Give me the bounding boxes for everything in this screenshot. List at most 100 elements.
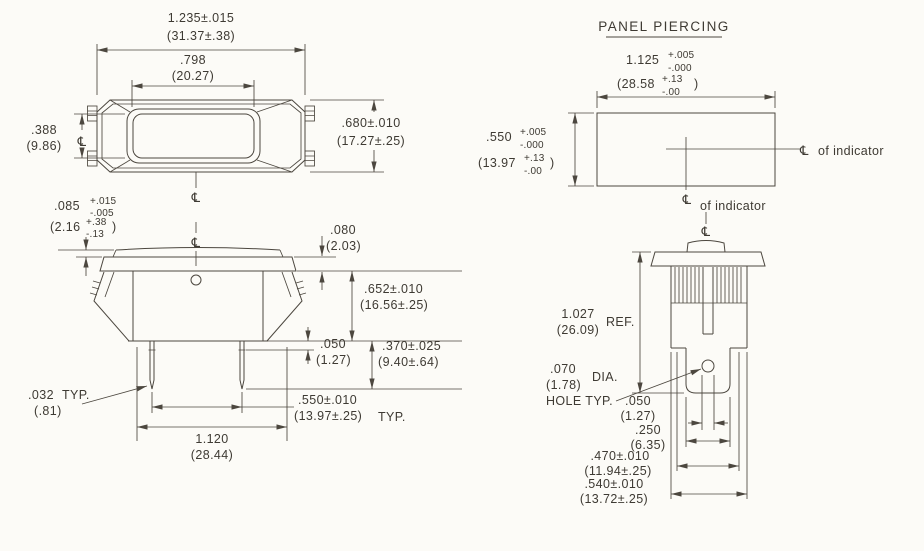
extension-lines	[131, 80, 255, 107]
bezel-flange	[99, 256, 297, 272]
dim-rocker-height-mm-tol-plus: +.38	[86, 217, 107, 228]
centerline-icon: ℄	[799, 144, 809, 159]
dim-top-height-in: .680±.010	[341, 116, 400, 130]
extension-lines	[310, 99, 384, 173]
dim-cutout-width-in: 1.125	[626, 53, 659, 67]
dim-cutout-height-tol-minus: -.000	[520, 140, 544, 151]
centerline-icon: ℄	[701, 225, 711, 240]
panel-piercing-dimensions: 1.125 +.005 -.000 (28.58 +.13 -.00 ) .55…	[478, 50, 884, 213]
terminal-pin-right	[239, 341, 245, 390]
dim-stem-width-in: .250	[635, 423, 661, 437]
cooling-ribs	[674, 267, 742, 303]
snap-wing-right	[266, 271, 303, 342]
extension-lines	[246, 270, 462, 390]
dim-bezel-thickness-in: .080	[330, 223, 356, 237]
dim-inner-width-mm: (11.94±.25)	[584, 464, 651, 478]
lens-rim	[126, 108, 261, 164]
indicator-body-inner-line	[101, 103, 302, 169]
extension-lines	[58, 249, 114, 258]
lens-crosshatch	[132, 113, 255, 159]
dim-cutout-height-mm-close: )	[550, 156, 555, 170]
dim-terminal-shoulder-mm: (1.27)	[316, 353, 351, 367]
dim-cutout-width-mm-tol-plus: +.13	[662, 74, 683, 85]
dim-cutout-width-mm-close: )	[694, 77, 699, 91]
extension-lines	[151, 392, 243, 413]
dim-top-overall-width-mm: (31.37±.38)	[167, 29, 235, 43]
dim-cutout-width-tol-minus: -.000	[668, 63, 692, 74]
rocker-top	[115, 247, 281, 251]
terminal-pin-left	[149, 341, 155, 390]
extension-lines	[136, 347, 288, 441]
dim-side-body-width-mm: (13.72±.25)	[580, 492, 648, 506]
dim-hole-dia-mm: (1.78)	[546, 378, 581, 392]
dim-terminal-thickness-in: .032	[28, 388, 54, 402]
dim-terminal-spacing-typ: TYP.	[378, 410, 406, 424]
dim-terminal-thickness-mm: (.81)	[34, 404, 62, 418]
pivot-hole	[190, 274, 202, 286]
side-view-dimensions: 1.027 (26.09) REF. .070 (1.78) DIA. HOLE…	[546, 251, 748, 506]
cl-of-indicator-bottom: of indicator	[700, 199, 766, 213]
extension-lines	[96, 44, 306, 95]
front-view: ℄ .085 +.015 -.005 (2.16 +.38 -.13 ) .08…	[28, 196, 462, 462]
centerline-icon: ℄	[191, 236, 201, 251]
top-view-dimensions: 1.235±.015 (31.37±.38) .798 (20.27) ℄ .3…	[26, 11, 405, 206]
dim-terminal-thickness-typ: TYP.	[62, 388, 90, 402]
panel-piercing-view: PANEL PIERCING 1.125 +.005 -.000 (28.58 …	[478, 19, 884, 213]
centerline-icon: ℄	[77, 135, 87, 150]
snap-wing-left	[93, 271, 130, 342]
dim-body-depth-mm: (16.56±.25)	[360, 298, 428, 312]
dim-lens-height-in: .388	[31, 123, 57, 137]
dim-rocker-height-mm-close: )	[112, 220, 117, 234]
dim-bezel-thickness-mm: (2.03)	[326, 239, 361, 253]
dim-terminal-shoulder-in: .050	[320, 337, 346, 351]
dim-terminal-spacing-in: .550±.010	[298, 393, 357, 407]
rocker-profile	[686, 240, 726, 253]
front-view-dimensions: .085 +.015 -.005 (2.16 +.38 -.13 ) .080 …	[28, 196, 462, 462]
top-view-outline	[87, 99, 315, 173]
stem	[685, 348, 731, 394]
dim-side-body-width-in: .540±.010	[584, 477, 643, 491]
dim-inner-width-in: .470±.010	[590, 449, 649, 463]
dim-cutout-height-mm-tol-plus: +.13	[524, 153, 545, 164]
dim-terminal-length-in: .370±.025	[382, 339, 441, 353]
side-view-outline: ℄	[650, 212, 766, 394]
case-body-side	[670, 266, 748, 349]
dim-terminal-spacing-mm: (13.97±.25)	[294, 409, 362, 423]
dim-cutout-height-in: .550	[486, 130, 512, 144]
dim-rocker-height-tol-plus: +.015	[90, 196, 117, 207]
dim-top-overall-width-in: 1.235±.015	[168, 11, 234, 25]
dim-cutout-height-mm-tol-minus: -.00	[524, 166, 542, 177]
snap-wing-left-inner	[104, 271, 115, 298]
bezel-flange-side	[650, 251, 766, 267]
dim-body-width-in: 1.120	[195, 432, 228, 446]
dim-cutout-width-mm: (28.58	[617, 77, 655, 91]
panel-piercing-title: PANEL PIERCING	[598, 19, 729, 34]
dim-cutout-width-mm-tol-minus: -.00	[662, 87, 680, 98]
dim-depth-ref-in: 1.027	[561, 307, 594, 321]
dim-hole-dia-label: DIA.	[592, 370, 618, 384]
extension-lines	[670, 352, 748, 499]
dim-depth-ref-mm: (26.09)	[557, 323, 599, 337]
extension-lines	[632, 251, 684, 394]
dim-cutout-height-tol-plus: +.005	[520, 127, 547, 138]
cl-of-indicator-right: of indicator	[818, 144, 884, 158]
dim-rocker-height-tol-minus: -.005	[90, 208, 114, 219]
rocker-sides	[112, 249, 284, 258]
side-view: ℄ 1.027 (26.09) REF. .070 (1.78) DIA. HO…	[546, 212, 766, 506]
dim-hole-offset-in: .050	[625, 394, 651, 408]
bezel-corner-lines	[109, 99, 293, 173]
snap-clips	[87, 105, 315, 167]
dim-top-height-mm: (17.27±.25)	[337, 134, 405, 148]
snap-wing-right-inner	[281, 271, 292, 298]
mounting-hole	[701, 359, 715, 373]
dim-terminal-length-mm: (9.40±.64)	[378, 355, 439, 369]
dim-body-depth-in: .652±.010	[364, 282, 423, 296]
dim-stem-width-mm: (6.35)	[630, 438, 665, 452]
dim-rocker-height-mm: (2.16	[50, 220, 81, 234]
dim-lens-width-in: .798	[180, 53, 206, 67]
dim-rocker-height-mm-tol-minus: -.13	[86, 229, 104, 240]
dim-lens-width-mm: (20.27)	[172, 69, 214, 83]
snap-wing-left-serrations	[89, 280, 101, 296]
dim-hole-dia-in: .070	[550, 362, 576, 376]
